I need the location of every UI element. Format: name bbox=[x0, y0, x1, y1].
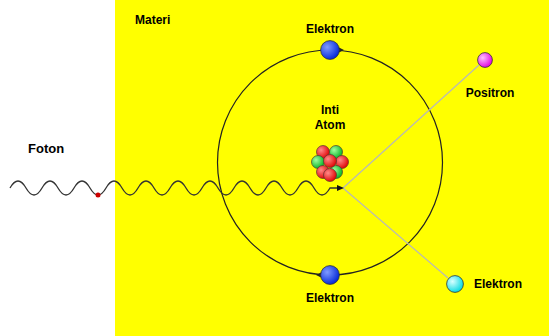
nucleus-cluster bbox=[311, 143, 349, 181]
photon-arrowhead bbox=[337, 185, 344, 191]
particle-ball bbox=[446, 275, 464, 293]
particle-circle bbox=[478, 53, 493, 68]
photon-wave bbox=[10, 181, 338, 195]
photon-label: Foton bbox=[28, 141, 64, 157]
atomic-nucleus: Inti Atom bbox=[311, 143, 349, 181]
particle-circle bbox=[321, 266, 340, 285]
electron-particle: Elektron bbox=[320, 265, 340, 285]
electron-orbit bbox=[218, 50, 443, 275]
nucleus-label: Inti Atom bbox=[305, 103, 355, 133]
particle-circle bbox=[321, 41, 340, 60]
particle-label: Elektron bbox=[474, 277, 522, 292]
nucleon-ball bbox=[324, 169, 337, 182]
photon-dot bbox=[96, 193, 101, 198]
electron-track bbox=[343, 188, 448, 278]
particle-ball bbox=[320, 40, 340, 60]
particle-circle bbox=[447, 276, 464, 293]
nucleon-ball bbox=[324, 155, 337, 168]
positron-track bbox=[343, 65, 479, 188]
particle-ball bbox=[320, 265, 340, 285]
particle-label: Elektron bbox=[306, 22, 354, 37]
particle-ball bbox=[477, 52, 493, 68]
region-label: Materi bbox=[135, 13, 170, 28]
particle-label: Elektron bbox=[306, 291, 354, 306]
electron-particle: Elektron bbox=[446, 275, 464, 293]
positron-particle: Positron bbox=[477, 52, 493, 68]
particle-label: Positron bbox=[466, 86, 515, 101]
matter-region: MateriElektronPositronInti AtomElektronE… bbox=[115, 0, 549, 336]
electron-particle: Elektron bbox=[320, 40, 340, 60]
